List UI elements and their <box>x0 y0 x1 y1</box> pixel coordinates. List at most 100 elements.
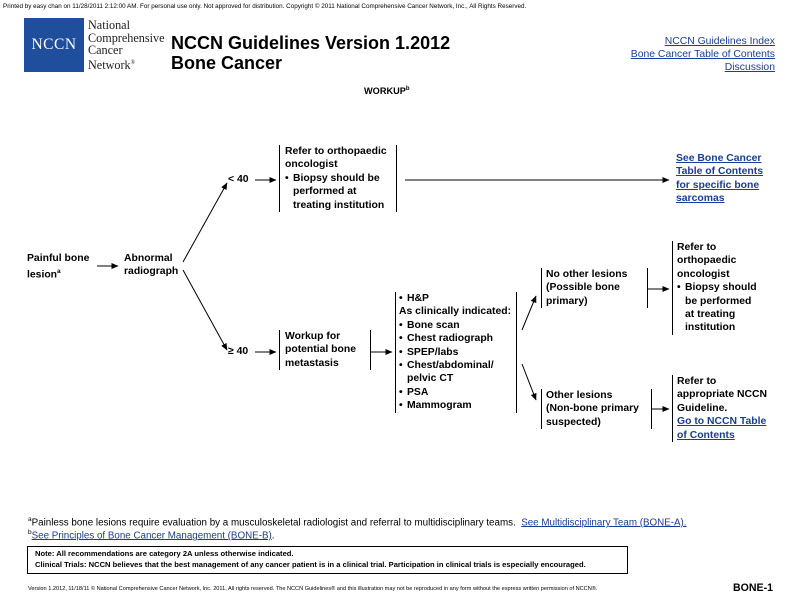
logo-line: Cancer <box>88 43 123 58</box>
logo-line: National <box>88 18 130 32</box>
node-text: potential bone <box>285 344 356 356</box>
print-notice: Printed by easy chan on 11/28/2011 2:12:… <box>3 3 527 10</box>
branch-down-other <box>521 363 537 401</box>
bullet-item: PSA <box>399 386 516 400</box>
footnote-marker: b <box>28 529 32 536</box>
footnote-a: aPainless bone lesions require evaluatio… <box>28 516 687 528</box>
logo-abbr: NCCN <box>31 36 77 53</box>
link-text[interactable]: sarcomas <box>676 193 725 205</box>
discussion-link[interactable]: Discussion <box>724 62 775 73</box>
node-text: performed at <box>293 186 357 198</box>
logo-wordmark: National Comprehensive Cancer Network® <box>88 19 165 72</box>
branch-up-line <box>182 182 228 263</box>
footnote-text: . <box>271 530 275 542</box>
node-text: pelvic CT <box>407 373 454 385</box>
refer-nccn-guideline-node: Refer to appropriate NCCN Guideline. Go … <box>672 375 782 443</box>
toc-link[interactable]: Bone Cancer Table of Contents <box>630 49 775 60</box>
logo-line: Comprehensive <box>88 30 165 45</box>
footnote-b: bSee Principles of Bone Cancer Managemen… <box>28 529 275 541</box>
clinical-trials-text: Clinical Trials: NCCN believes that the … <box>35 559 586 569</box>
see-bone-cancer-link[interactable]: See Bone Cancer Table of Contents for sp… <box>676 152 763 206</box>
page-id: BONE-1 <box>732 582 773 594</box>
painful-bone-lesion-node: Painful bone lesiona <box>27 252 89 282</box>
node-text: Refer to orthopaedic <box>285 146 387 157</box>
node-text: Abnormal <box>124 253 173 264</box>
nccn-toc-link[interactable]: Go to NCCN Table <box>677 416 767 428</box>
node-text: suspected) <box>546 416 601 428</box>
bullet-list: H&P <box>399 292 516 306</box>
node-text: primary) <box>546 295 588 307</box>
node-text: institution <box>685 322 736 334</box>
link-text[interactable]: Table of Contents <box>676 166 763 178</box>
bullet-item: H&P <box>399 292 516 306</box>
logo-reg-mark: ® <box>130 60 136 67</box>
section-heading: WORKUPb <box>364 86 410 96</box>
node-text: be performed <box>685 295 752 307</box>
note-box: Note: All recommendations are category 2… <box>27 546 628 574</box>
refer-orthopaedic-node: Refer to orthopaedic oncologist Biopsy s… <box>279 145 403 213</box>
link-text[interactable]: See Bone Cancer <box>676 153 762 164</box>
node-text: metastasis <box>285 357 339 369</box>
node-text: Chest/abdominal/ <box>407 360 494 372</box>
page-title: NCCN Guidelines Version 1.2012 Bone Canc… <box>171 33 450 73</box>
node-text: Biopsy should <box>685 282 757 294</box>
node-text: As clinically indicated: <box>399 306 512 318</box>
node-text: oncologist <box>677 268 730 280</box>
header-links: NCCN Guidelines Index Bone Cancer Table … <box>631 35 775 74</box>
node-text: Workup for <box>285 331 341 342</box>
nccn-toc-link[interactable]: of Contents <box>677 429 735 441</box>
age-under-40-label: < 40 <box>228 174 249 185</box>
refer-orthopaedic-node-2: Refer to orthopaedic oncologist Biopsy s… <box>672 241 777 335</box>
bullet-item: Mammogram <box>399 399 516 413</box>
bullet-item: SPEP/labs <box>399 346 516 360</box>
footnote-marker: a <box>28 516 32 523</box>
bullet-item: Chest radiograph <box>399 332 516 346</box>
principles-link[interactable]: See Principles of Bone Cancer Management… <box>31 530 272 542</box>
age-over-40-label: ≥ 40 <box>228 346 249 357</box>
node-text: Other lesions <box>546 390 613 401</box>
bullet-item: Bone scan <box>399 319 516 333</box>
footnote-ref-a: a <box>57 268 61 276</box>
node-text: appropriate NCCN <box>677 389 768 401</box>
node-text: Biopsy should be <box>293 172 380 184</box>
node-text: at treating <box>685 309 736 321</box>
footnote-ref-b: b <box>405 86 410 92</box>
node-text: Refer to <box>677 242 717 253</box>
workup-label: WORKUP <box>364 86 406 97</box>
bullet-item: Chest/abdominal/pelvic CT <box>399 359 516 386</box>
node-text: Guideline. <box>677 402 728 414</box>
node-text: No other lesions <box>546 269 628 280</box>
guidelines-index-link[interactable]: NCCN Guidelines Index <box>664 36 775 47</box>
bracket-right <box>396 145 397 212</box>
node-text: radiograph <box>124 266 179 278</box>
guideline-version: NCCN Guidelines Version 1.2012 <box>171 33 451 53</box>
multidisciplinary-team-link[interactable]: See Multidisciplinary Team (BONE-A). <box>521 517 687 529</box>
branch-down-line <box>182 269 228 351</box>
node-text: (Possible bone <box>546 282 620 294</box>
node-text: Painful bone <box>27 253 90 264</box>
node-text: orthopaedic <box>677 255 737 267</box>
version-line: Version 1.2012, 11/18/11 © National Comp… <box>28 586 598 592</box>
link-text[interactable]: for specific bone <box>676 179 760 191</box>
node-text: treating institution <box>293 199 385 211</box>
branch-up-no-other <box>521 295 537 331</box>
no-other-lesions-node: No other lesions (Possible bone primary) <box>541 268 648 309</box>
guideline-subtitle: Bone Cancer <box>171 53 283 73</box>
node-text: lesion <box>27 269 58 281</box>
workup-tests-node: H&P As clinically indicated: Bone scan C… <box>395 292 517 413</box>
logo-line: Network <box>88 58 131 73</box>
node-text: oncologist <box>285 159 338 171</box>
node-text: Refer to <box>677 376 717 387</box>
workup-metastasis-node: Workup for potential bone metastasis <box>279 330 371 371</box>
abnormal-radiograph-node: Abnormal radiograph <box>124 252 178 279</box>
nccn-logo[interactable]: NCCN <box>24 18 84 72</box>
other-lesions-node: Other lesions (Non-bone primary suspecte… <box>541 389 652 430</box>
note-text: Note: All recommendations are category 2… <box>35 549 294 558</box>
footnote-text: Painless bone lesions require evaluation… <box>31 517 516 529</box>
node-text: (Non-bone primary <box>546 403 639 415</box>
bullet-list: Bone scan Chest radiograph SPEP/labs Che… <box>399 319 516 413</box>
